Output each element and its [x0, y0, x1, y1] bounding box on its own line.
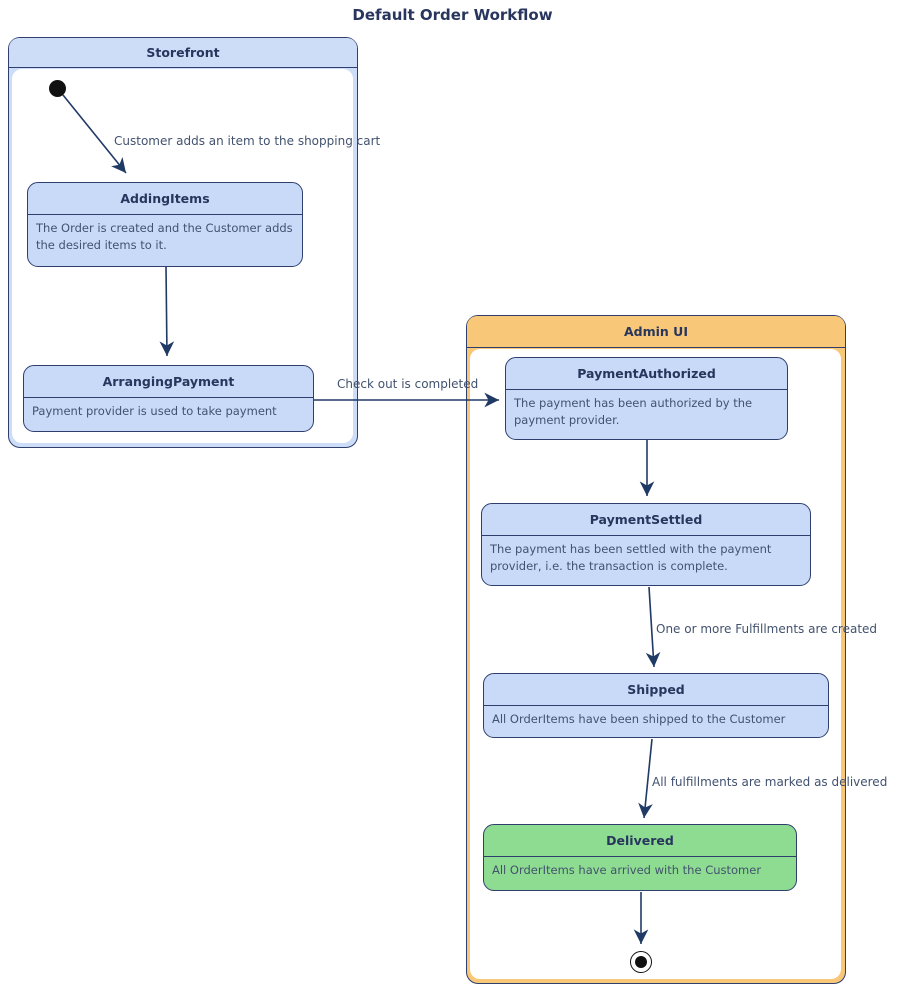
edge-label-add-item: Customer adds an item to the shopping ca…: [114, 134, 381, 148]
state-arrangingpayment-description: Payment provider is used to take payment: [32, 404, 277, 418]
final-state-inner-dot: [635, 956, 647, 968]
diagram-title: Default Order Workflow: [352, 6, 553, 24]
state-addingitems: AddingItems The Order is created and the…: [27, 182, 303, 267]
state-delivered-description: All OrderItems have arrived with the Cus…: [492, 863, 762, 877]
state-delivered: Delivered All OrderItems have arrived wi…: [483, 824, 797, 891]
state-paymentauthorized-description: The payment has been authorized by the p…: [514, 396, 753, 427]
state-shipped-description: All OrderItems have been shipped to the …: [492, 712, 786, 726]
state-paymentauthorized-title: PaymentAuthorized: [506, 358, 787, 390]
edge-label-fulfillments-created: One or more Fulfillments are created: [656, 622, 878, 636]
state-paymentsettled-description: The payment has been settled with the pa…: [490, 542, 772, 573]
state-addingitems-title: AddingItems: [28, 183, 302, 215]
state-paymentsettled: PaymentSettled The payment has been sett…: [481, 503, 811, 586]
state-arrangingpayment: ArrangingPayment Payment provider is use…: [23, 365, 314, 432]
edge-label-checkout-completed: Check out is completed: [337, 377, 479, 391]
initial-state-node: [49, 80, 66, 97]
state-shipped: Shipped All OrderItems have been shipped…: [483, 673, 829, 738]
state-paymentsettled-title: PaymentSettled: [482, 504, 810, 536]
edge-label-marked-delivered: All fulfillments are marked as delivered: [652, 775, 888, 789]
container-admin-ui-header: Admin UI: [467, 316, 845, 348]
state-shipped-title: Shipped: [484, 674, 828, 706]
container-admin-ui-label: Admin UI: [624, 324, 688, 339]
final-state-node: [630, 951, 652, 973]
state-arrangingpayment-title: ArrangingPayment: [24, 366, 313, 398]
state-paymentauthorized: PaymentAuthorized The payment has been a…: [505, 357, 788, 440]
container-storefront-header: Storefront: [9, 38, 357, 68]
container-storefront-label: Storefront: [146, 45, 220, 60]
state-addingitems-description: The Order is created and the Customer ad…: [36, 221, 293, 252]
state-delivered-title: Delivered: [484, 825, 796, 857]
